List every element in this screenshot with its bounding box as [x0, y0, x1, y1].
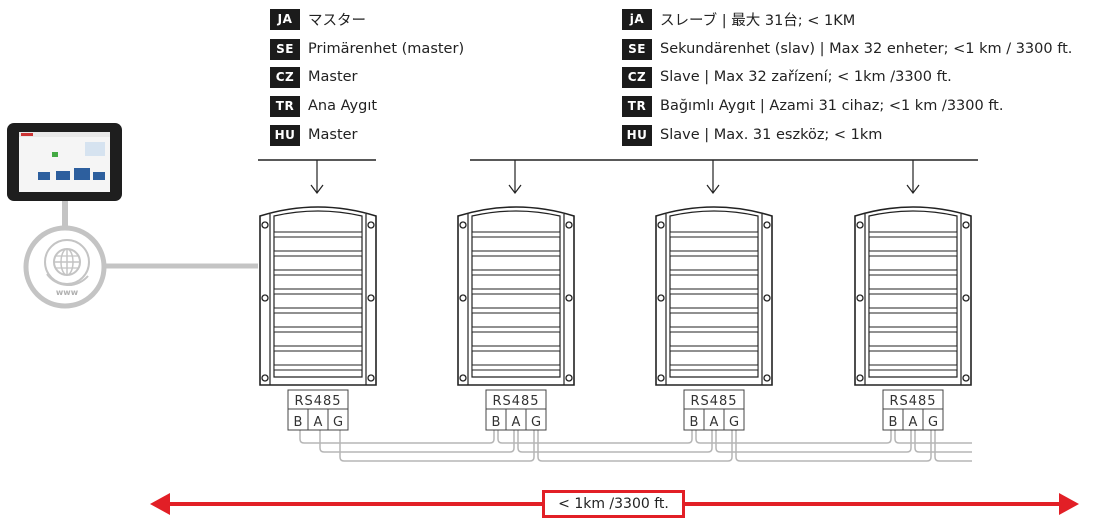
internet-globe-icon: www [23, 225, 107, 309]
slave-label: Slave | Max. 31 eszköz; < 1km [660, 127, 883, 143]
master-label: マスター [308, 12, 366, 29]
language-code-badge: jA [622, 8, 652, 30]
screw-icon [459, 374, 467, 382]
screw-icon [367, 221, 375, 229]
rs485-pin-label: G [729, 415, 739, 430]
distance-label: < 1km /3300 ft. [542, 490, 685, 518]
rs485-pin-label: G [928, 415, 938, 430]
master-label: Primärenhet (master) [308, 41, 465, 57]
master-label: Master [308, 69, 358, 85]
slave-legend-row: CZ Slave | Max 32 zařízení; < 1km /3300 … [622, 66, 952, 88]
master-bus [258, 159, 376, 194]
rs485-label: RS485 [889, 394, 936, 409]
screw-icon [962, 294, 970, 302]
master-label: Ana Aygıt [308, 98, 378, 114]
rs485-pin-label: A [710, 415, 719, 430]
tablet-monitor-icon [7, 123, 122, 201]
rs485-pin-label: A [512, 415, 521, 430]
master-legend-row: SE Primärenhet (master) [270, 38, 465, 60]
slave-legend-row: TR Bağımlı Aygıt | Azami 31 cihaz; <1 km… [622, 95, 1004, 117]
screw-icon [261, 221, 269, 229]
screw-icon [856, 294, 864, 302]
screw-icon [657, 294, 665, 302]
rs485-pin-label: G [531, 415, 541, 430]
rs485-pin-label: B [294, 415, 303, 430]
slave-legend-row: SE Sekundärenhet (slav) | Max 32 enheter… [622, 38, 1073, 60]
screw-icon [459, 294, 467, 302]
screw-icon [856, 374, 864, 382]
language-code-badge: TR [270, 95, 300, 117]
screw-icon [261, 374, 269, 382]
slave-legend-row: jA スレーブ | 最大 31台; < 1KM [622, 8, 856, 30]
slave-legend-row: HU Slave | Max. 31 eszköz; < 1km [622, 124, 883, 146]
language-code-badge: TR [622, 95, 652, 117]
rs485-pin-label: A [909, 415, 918, 430]
internet-label: www [56, 288, 79, 297]
rs485-pin-label: B [492, 415, 501, 430]
screw-icon [763, 374, 771, 382]
screw-icon [261, 294, 269, 302]
screw-icon [367, 374, 375, 382]
slave-label: Sekundärenhet (slav) | Max 32 enheter; <… [660, 41, 1073, 57]
language-code-badge: CZ [622, 66, 652, 88]
screw-icon [763, 294, 771, 302]
language-code-badge: CZ [270, 66, 300, 88]
screw-icon [763, 221, 771, 229]
master-legend-row: CZ Master [270, 66, 358, 88]
screw-icon [565, 374, 573, 382]
screw-icon [565, 294, 573, 302]
master-label: Master [308, 127, 358, 143]
screw-icon [657, 221, 665, 229]
rs485-wiring [299, 430, 972, 462]
language-code-badge: SE [270, 38, 300, 60]
screw-icon [657, 374, 665, 382]
slave-label: Slave | Max 32 zařízení; < 1km /3300 ft. [660, 69, 952, 85]
rs485-label: RS485 [294, 394, 341, 409]
rs485-pin-label: G [333, 415, 343, 430]
screw-icon [367, 294, 375, 302]
master-legend-row: JA マスター [270, 8, 366, 30]
screw-icon [962, 221, 970, 229]
language-code-badge: HU [622, 124, 652, 146]
rs485-label: RS485 [690, 394, 737, 409]
master-legend-row: HU Master [270, 124, 358, 146]
screw-icon [459, 221, 467, 229]
language-code-badge: JA [270, 8, 300, 30]
screw-icon [856, 221, 864, 229]
rs485-label: RS485 [492, 394, 539, 409]
rs485-pin-label: A [314, 415, 323, 430]
screw-icon [565, 221, 573, 229]
slave-label: Bağımlı Aygıt | Azami 31 cihaz; <1 km /3… [660, 98, 1004, 114]
slave-bus [470, 159, 978, 194]
rs485-pin-label: B [889, 415, 898, 430]
rs485-pin-label: B [690, 415, 699, 430]
language-code-badge: HU [270, 124, 300, 146]
slave-label: スレーブ | 最大 31台; < 1KM [660, 12, 856, 29]
screw-icon [962, 374, 970, 382]
master-legend-row: TR Ana Aygıt [270, 95, 378, 117]
language-code-badge: SE [622, 38, 652, 60]
